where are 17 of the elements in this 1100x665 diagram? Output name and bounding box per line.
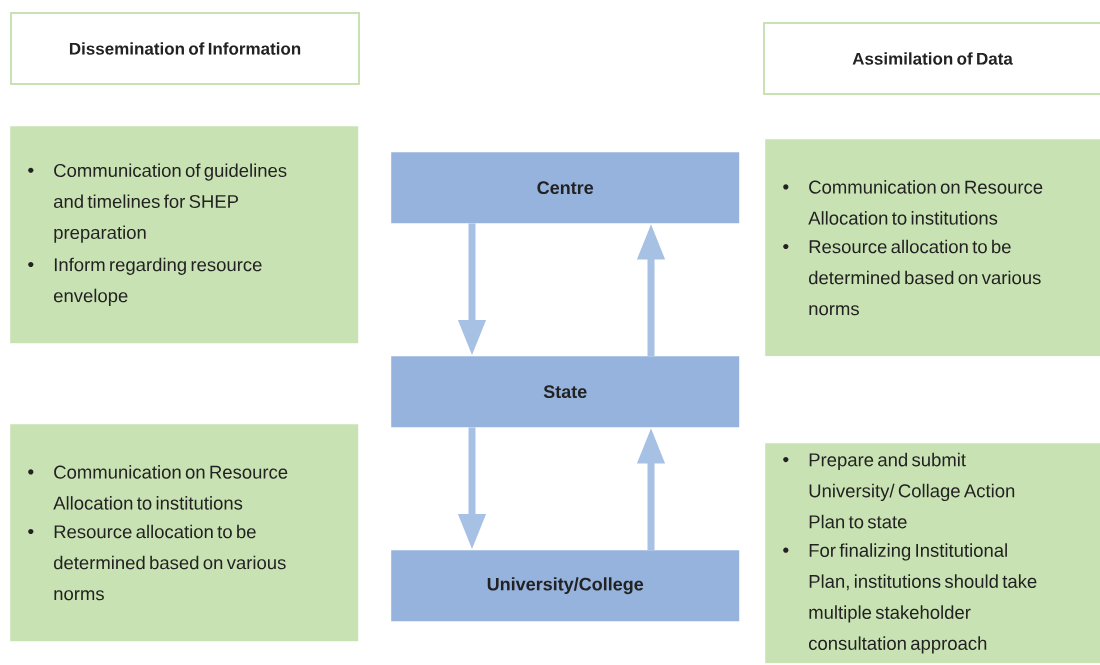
- bullet-item: Communication on Resource Allocation to institutions: [783, 180, 1043, 225]
- bullet-box: [10, 126, 359, 344]
- bullet-item: Prepare and submit University/ Collage Action Plan to state: [783, 452, 1015, 529]
- level-box: State: [391, 356, 740, 428]
- header-box: Assimilation of Data: [763, 22, 1100, 95]
- bullet-box: [10, 424, 359, 642]
- bullet-item: For finalizing Institutional Plan, institutions should take multiple stakeholder consultation approach: [783, 543, 1037, 654]
- bullet-item: Inform regarding resource envelope: [28, 257, 262, 306]
- bullet-item: Communication of guidelines and timelines for SHEP preparation: [28, 163, 287, 243]
- level-box: Centre: [391, 152, 740, 224]
- header-box: Dissemination of Information: [10, 12, 360, 85]
- bullet-item: Communication on Resource Allocation to institutions: [28, 465, 288, 510]
- bullet-item: Resource allocation to be determined based on various norms: [28, 524, 286, 601]
- level-box: University/College: [391, 550, 740, 622]
- bullet-item: Resource allocation to be determined based on various norms: [783, 239, 1041, 316]
- bullet-box: [765, 443, 1100, 664]
- bullet-box: [765, 139, 1100, 357]
